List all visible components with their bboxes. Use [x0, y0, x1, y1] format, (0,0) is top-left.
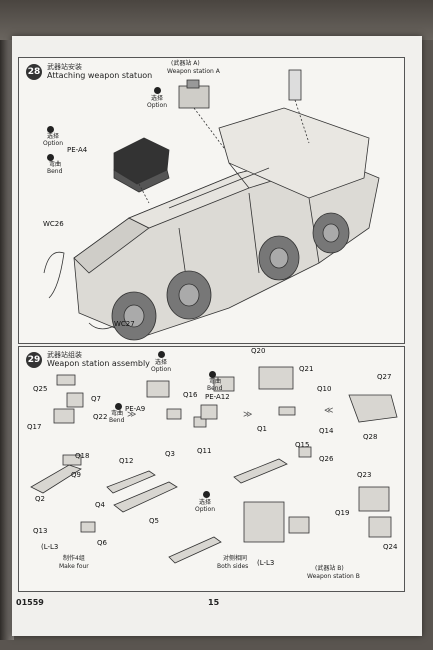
part-wc27: WC27 [114, 320, 135, 328]
both-sides-cn: 对侧相同 [223, 555, 248, 562]
weapon-station-b-en: Weapon station B [307, 573, 360, 580]
product-code: 01559 [16, 598, 44, 607]
step-28-title-cn: 武器站安装 [47, 63, 82, 71]
part-q19: Q19 [335, 509, 350, 517]
option-en-a: Option [151, 366, 172, 373]
part-q9: Q9 [71, 471, 81, 479]
step-29-panel: 29 武器站组装 Weapon station assembly [18, 346, 405, 592]
make-four-cn: 制作4组 [63, 555, 85, 562]
option-icon [158, 351, 165, 358]
svg-text:≪: ≪ [324, 406, 333, 416]
make-four-en: Make four [59, 563, 89, 570]
part-q15: Q15 [295, 441, 310, 449]
bend-icon [47, 154, 54, 161]
part-q25: Q25 [33, 385, 48, 393]
part-q2: Q2 [35, 495, 45, 503]
bend-en: Bend [47, 168, 63, 175]
bend-en-b: Bend [207, 385, 223, 392]
weapon-station-a-cn: (武器站 A) [171, 60, 200, 67]
part-q11: Q11 [197, 447, 212, 455]
part-q26: Q26 [319, 455, 334, 463]
bend-cn-b: 弯曲 [209, 378, 222, 385]
part-q16: Q16 [183, 391, 198, 399]
vehicle-illustration [43, 69, 380, 341]
page-gutter [0, 40, 14, 640]
part-ll3-b: (L-L3 [257, 559, 275, 567]
option-icon [47, 126, 54, 133]
part-q20: Q20 [251, 347, 266, 355]
step-29-title-en: Weapon station assembly [47, 359, 150, 368]
part-q1: Q1 [257, 425, 267, 433]
part-q12: Q12 [119, 457, 134, 465]
option-cn-a: 选择 [155, 359, 168, 366]
bend-cn-a: 弯曲 [111, 410, 124, 417]
option-cn-b: 选择 [199, 499, 212, 506]
option-icon [154, 87, 161, 94]
step-29-title-cn: 武器站组装 [47, 351, 82, 359]
bend-icon [115, 403, 122, 410]
part-q10: Q10 [317, 385, 332, 393]
weapon-station-b-cn: (武器站 B) [315, 565, 344, 572]
svg-text:≫: ≫ [243, 410, 252, 420]
part-q22: Q22 [93, 413, 108, 421]
option-en-1: Option [147, 102, 168, 109]
part-q7: Q7 [91, 395, 101, 403]
step-28-panel: 28 武器站安装 Attaching weapon statuon [18, 57, 405, 344]
option-en-2: Option [43, 140, 64, 147]
part-q5: Q5 [149, 517, 159, 525]
option-cn-2: 选择 [47, 133, 60, 140]
both-sides-en: Both sides [217, 563, 249, 570]
part-pe-a12: PE-A12 [205, 393, 230, 401]
part-q14: Q14 [319, 427, 334, 435]
page-number: 15 [208, 598, 220, 607]
bend-cn: 弯曲 [49, 161, 62, 168]
option-en-b: Option [195, 506, 216, 513]
part-pe-a4: PE-A4 [67, 146, 88, 154]
part-q13: Q13 [33, 527, 48, 535]
part-q17: Q17 [27, 423, 42, 431]
part-q6: Q6 [97, 539, 107, 547]
step-28-title-en: Attaching weapon statuon [47, 71, 153, 80]
part-q18: Q18 [75, 452, 90, 460]
part-q23: Q23 [357, 471, 372, 479]
part-q28: Q28 [363, 433, 378, 441]
step-29-number: 29 [26, 352, 42, 368]
bend-en-a: Bend [109, 417, 125, 424]
step-28-number: 28 [26, 64, 42, 80]
weapon-station-a-en: Weapon station A [167, 68, 220, 75]
part-q24: Q24 [383, 543, 398, 551]
part-pe-a9: PE-A9 [125, 405, 146, 413]
part-q4: Q4 [95, 501, 105, 509]
background-top [0, 0, 433, 40]
svg-text:≫: ≫ [127, 410, 136, 420]
part-q27: Q27 [377, 373, 392, 381]
part-ll3-a: (L-L3 [41, 543, 59, 551]
option-icon [203, 491, 210, 498]
part-q3: Q3 [165, 450, 175, 458]
bend-icon [209, 371, 216, 378]
part-q21: Q21 [299, 365, 314, 373]
option-cn-1: 选择 [151, 95, 164, 102]
part-wc26: WC26 [43, 220, 64, 228]
weapon-assembly-illustration: ≫ ≫ ≪ [30, 366, 398, 564]
